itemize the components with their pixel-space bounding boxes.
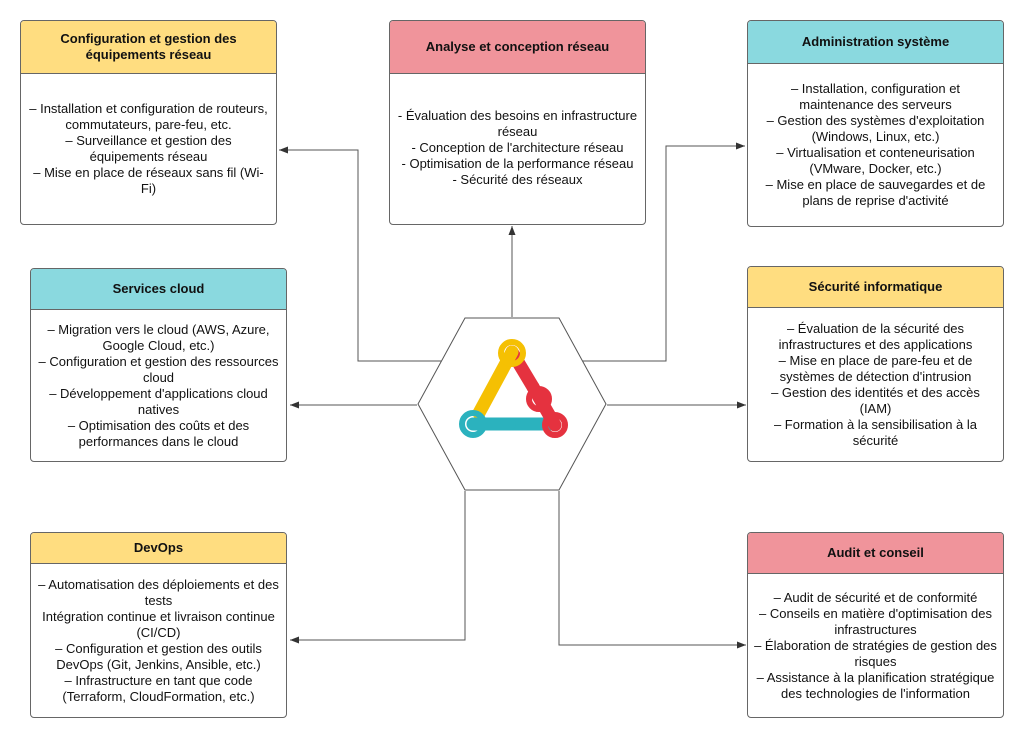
card-devops-line-1: – Automatisation des déploiements et des…: [38, 576, 279, 608]
card-devops-line-2: Intégration continue et livraison contin…: [42, 608, 275, 640]
card-security-body: – Évaluation de la sécurité des infrastr…: [748, 308, 1003, 461]
card-equipment: Configuration et gestion des équipements…: [20, 20, 277, 225]
card-sysadmin-line-1: – Installation, configuration et mainten…: [790, 81, 961, 112]
card-sysadmin-line-4: – Mise en place de sauvegardes et de pla…: [765, 177, 986, 208]
connector-equipment: [279, 146, 465, 362]
card-devops-body: – Automatisation des déploiements et des…: [31, 564, 286, 717]
card-sysadmin-line-3: – Virtualisation et conteneurisation (VM…: [776, 145, 975, 176]
card-sysadmin-body: – Installation, configuration et mainten…: [748, 64, 1003, 226]
card-devops-line-3: – Configuration et gestion des outils De…: [55, 640, 262, 672]
card-cloud: Services cloud – Migration vers le cloud…: [30, 268, 287, 462]
connector-devops: [290, 491, 466, 644]
card-analysis-title: Analyse et conception réseau: [390, 21, 645, 74]
card-security: Sécurité informatique – Évaluation de la…: [747, 266, 1004, 462]
card-cloud-line-1: – Migration vers le cloud (AWS, Azure, G…: [47, 321, 270, 353]
card-audit-line-4: – Assistance à la planification stratégi…: [756, 669, 995, 701]
card-security-line-1: – Évaluation de la sécurité des infrastr…: [778, 320, 973, 352]
card-cloud-line-4: – Optimisation des coûts et des performa…: [67, 417, 250, 449]
card-analysis-body: - Évaluation des besoins en infrastructu…: [390, 74, 645, 224]
card-cloud-title: Services cloud: [31, 269, 286, 310]
card-analysis-line-1: - Évaluation des besoins en infrastructu…: [397, 108, 638, 139]
card-audit-line-3: – Élaboration de stratégies de gestion d…: [754, 637, 997, 669]
card-analysis-line-2: - Conception de l'architecture réseau: [411, 140, 624, 155]
card-analysis-line-3: - Optimisation de la performance réseau: [401, 156, 634, 171]
card-security-title: Sécurité informatique: [748, 267, 1003, 308]
connector-sysadmin: [559, 142, 745, 362]
central-hub: [417, 317, 607, 491]
card-security-line-4: – Formation à la sensibilisation à la sé…: [773, 416, 978, 448]
card-cloud-line-3: – Développement d'applications cloud nat…: [49, 385, 268, 417]
card-devops-line-4: – Infrastructure en tant que code (Terra…: [62, 672, 255, 704]
card-audit-title: Audit et conseil: [748, 533, 1003, 574]
card-sysadmin: Administration système – Installation, c…: [747, 20, 1004, 227]
card-equipment-line-1: – Installation et configuration de route…: [29, 101, 268, 132]
card-audit-body: – Audit de sécurité et de conformité – C…: [748, 574, 1003, 717]
card-security-line-2: – Mise en place de pare-feu et de systèm…: [778, 352, 973, 384]
card-analysis: Analyse et conception réseau - Évaluatio…: [389, 20, 646, 225]
card-audit-line-2: – Conseils en matière d'optimisation des…: [759, 605, 992, 637]
card-devops-title: DevOps: [31, 533, 286, 564]
card-equipment-line-2: – Surveillance et gestion des équipement…: [65, 133, 232, 164]
card-sysadmin-title: Administration système: [748, 21, 1003, 64]
card-audit-line-1: – Audit de sécurité et de conformité: [773, 589, 978, 605]
card-equipment-title: Configuration et gestion des équipements…: [21, 21, 276, 74]
connector-audit: [558, 491, 746, 649]
card-devops: DevOps – Automatisation des déploiements…: [30, 532, 287, 718]
card-equipment-line-3: – Mise en place de réseaux sans fil (Wi-…: [33, 165, 264, 196]
card-security-line-3: – Gestion des identités et des accès (IA…: [771, 384, 980, 416]
card-cloud-line-2: – Configuration et gestion des ressource…: [38, 353, 279, 385]
triangle-link-logo-icon: [459, 339, 568, 438]
card-cloud-body: – Migration vers le cloud (AWS, Azure, G…: [31, 310, 286, 461]
card-equipment-body: – Installation et configuration de route…: [21, 74, 276, 224]
card-sysadmin-line-2: – Gestion des systèmes d'exploitation (W…: [766, 113, 985, 144]
card-analysis-line-4: - Sécurité des réseaux: [452, 172, 583, 187]
card-audit: Audit et conseil – Audit de sécurité et …: [747, 532, 1004, 718]
